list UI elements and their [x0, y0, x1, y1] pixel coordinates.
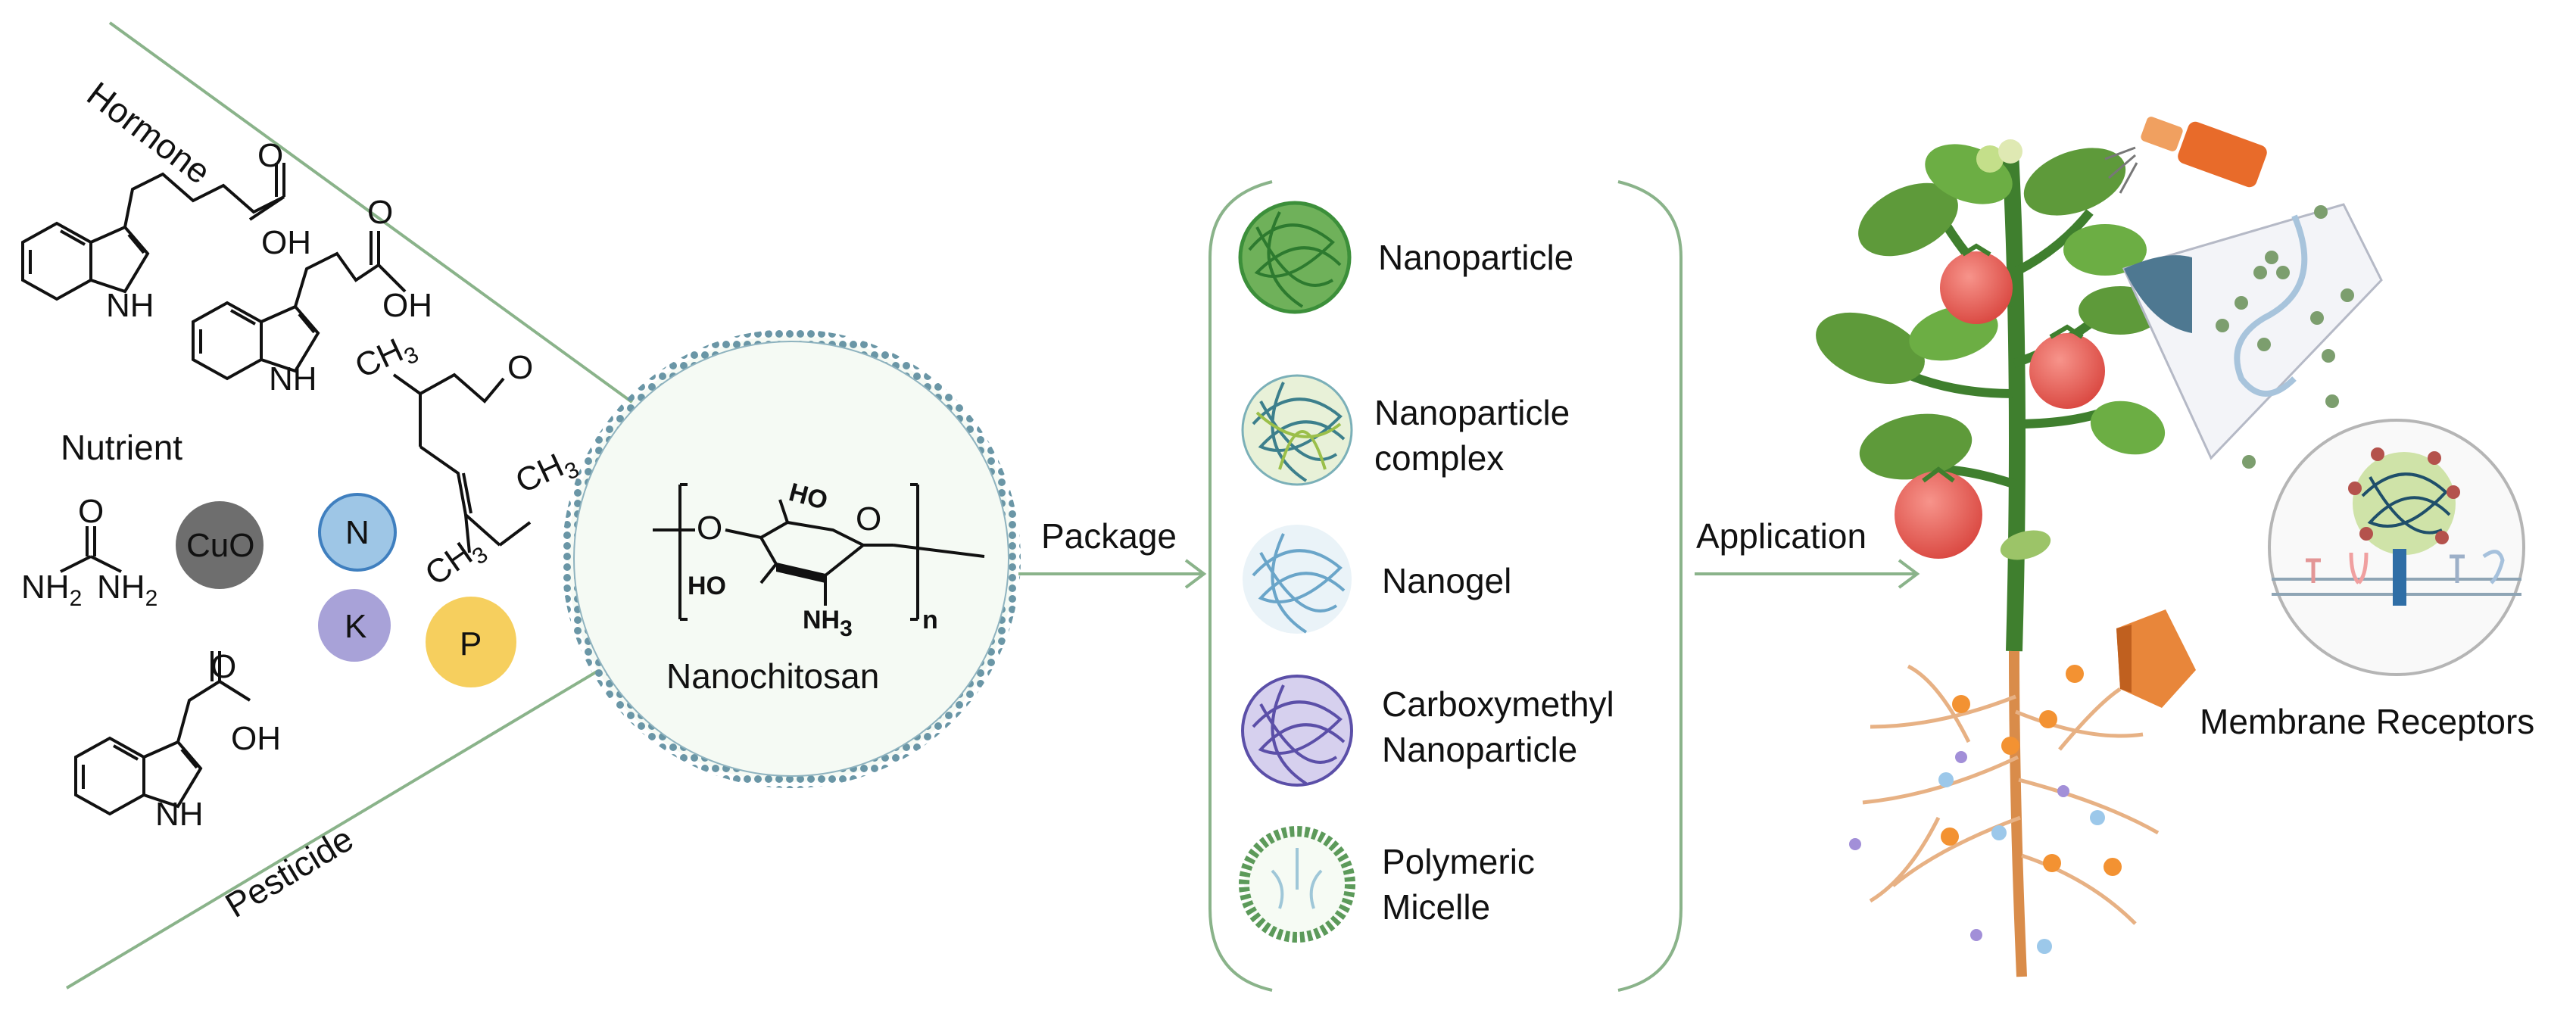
form-4-line2: Nanoparticle — [1382, 730, 1578, 769]
nutrient-label: Nutrient — [61, 428, 183, 467]
hormone-1-oh: OH — [261, 224, 311, 261]
hormone-2-o: O — [367, 194, 393, 231]
application-arrow — [1695, 559, 1920, 589]
membrane-receptors-label: Membrane Receptors — [2200, 702, 2535, 741]
forms-bracket-left — [1208, 180, 1273, 992]
application-label: Application — [1696, 516, 1867, 556]
form-5-line1: Polymeric — [1382, 842, 1535, 881]
spray-bottle-icon — [2104, 117, 2267, 194]
k-ball — [318, 589, 391, 662]
cuo-label: CuO — [186, 527, 254, 564]
chitosan-ho-left: HO — [688, 572, 726, 600]
tomato-1 — [1940, 251, 2013, 324]
urea-nh2-left: NH2 — [21, 569, 82, 611]
hormone-molecule-2 — [192, 231, 407, 381]
form-2-line2: complex — [1374, 438, 1505, 478]
forms-bracket-right — [1617, 180, 1683, 992]
nanochitosan-circle-fill — [568, 335, 1015, 782]
package-label: Package — [1041, 516, 1177, 556]
ch3-bottom: CH3 — [419, 528, 493, 597]
chitosan-structure — [653, 483, 985, 621]
form-2-line1: Nanoparticle — [1374, 393, 1570, 432]
pesticide-oh: OH — [231, 720, 281, 757]
package-arrow — [1018, 559, 1207, 589]
nanoparticle-complex-ball-icon — [1241, 374, 1353, 486]
aldehyde-o: O — [507, 349, 533, 386]
urea-o: O — [78, 493, 104, 530]
form-carboxymethyl-label: Carboxymethyl Nanoparticle — [1382, 681, 1614, 772]
chitosan-o-ring: O — [856, 500, 881, 538]
pesticide-o: O — [211, 648, 236, 685]
tomato-plant — [1816, 139, 2166, 977]
k-label: K — [345, 608, 366, 645]
tomato-2 — [2029, 333, 2105, 409]
n-ball — [318, 493, 397, 572]
nanogel-ball-icon — [1243, 525, 1352, 634]
nanochitosan-bead-ring — [562, 329, 1021, 788]
form-micelle-label: Polymeric Micelle — [1382, 839, 1535, 930]
pot-icon — [2116, 609, 2196, 708]
form-complex-label: Nanoparticle complex — [1374, 390, 1570, 481]
nanochitosan-label: Nanochitosan — [666, 656, 880, 696]
hormone-funnel-line — [108, 21, 638, 407]
p-ball — [426, 597, 516, 687]
form-1-line1: Nanoparticle — [1378, 238, 1574, 277]
pesticide-nh: NH — [155, 796, 204, 833]
form-4-line1: Carboxymethyl — [1382, 684, 1614, 724]
pesticide-molecule — [74, 651, 251, 816]
hormone-2-nh: NH — [269, 360, 317, 397]
nanoparticle-ball-icon — [1238, 201, 1352, 314]
polymeric-micelle-icon — [1239, 826, 1355, 943]
chitosan-n: n — [922, 606, 938, 634]
ch3-top: CH3 — [350, 326, 423, 391]
hormone-1-o: O — [257, 137, 283, 174]
membrane-receptor-circle — [2268, 419, 2525, 676]
pesticide-funnel-line — [65, 665, 607, 990]
cuo-ball — [176, 501, 264, 589]
hormone-1-nh: NH — [106, 287, 154, 324]
leaf-zoom-panel — [2122, 203, 2383, 469]
form-nanoparticle-label: Nanoparticle — [1378, 235, 1573, 280]
tomato-3 — [1895, 471, 1982, 559]
n-label: N — [345, 514, 370, 551]
hormone-2-oh: OH — [382, 287, 432, 324]
hormone-molecule-3 — [392, 372, 532, 553]
urea-molecule — [60, 526, 122, 573]
form-nanogel-label: Nanogel — [1382, 558, 1511, 603]
carboxymethyl-ball-icon — [1241, 675, 1353, 787]
p-label: P — [460, 625, 482, 662]
urea-nh2-right: NH2 — [97, 569, 157, 611]
chitosan-o-left: O — [697, 510, 722, 547]
hormone-molecule-1 — [21, 163, 285, 301]
form-5-line2: Micelle — [1382, 887, 1491, 927]
form-3-line1: Nanogel — [1382, 561, 1512, 600]
